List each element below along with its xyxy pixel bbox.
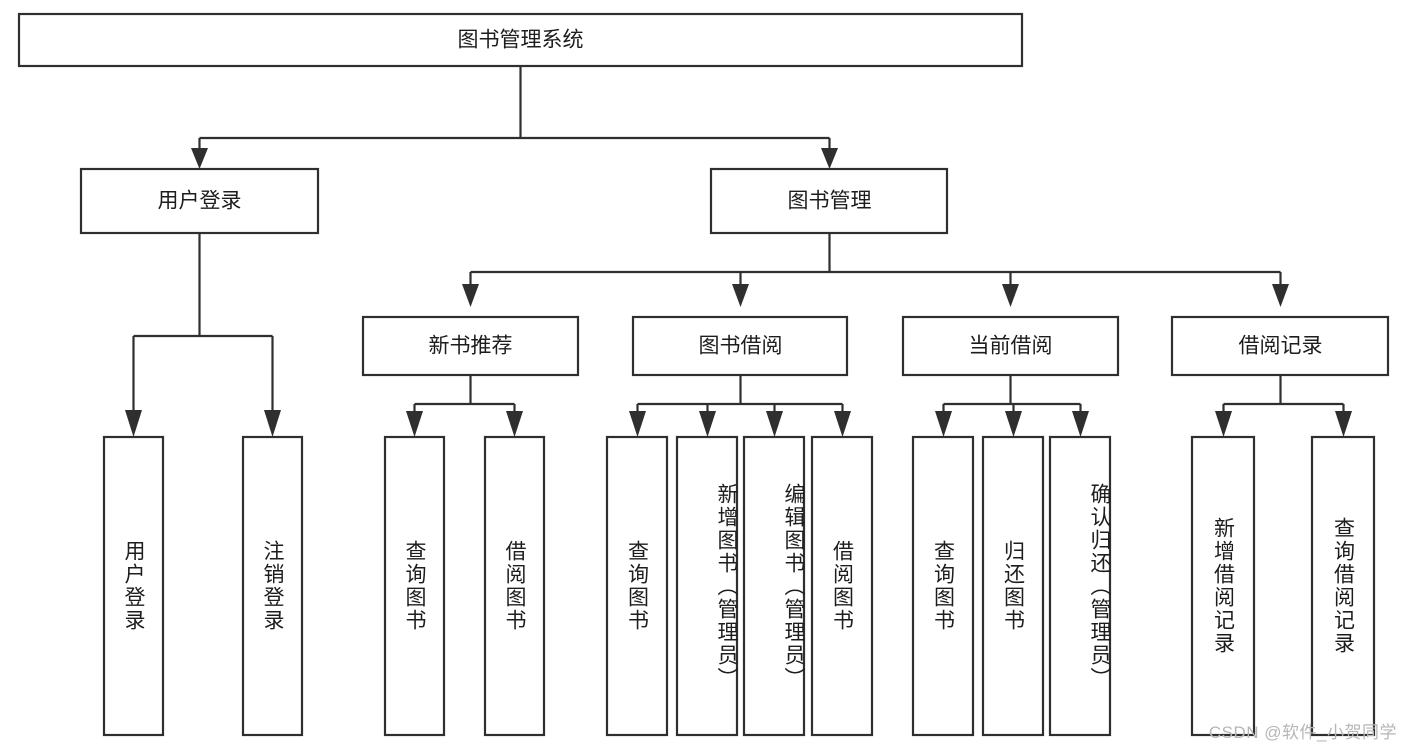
node-box-leaf-user-login[interactable] [102, 435, 165, 737]
connector-currentborrow-to-leaves [935, 375, 1089, 437]
node-box-user-login[interactable] [79, 167, 320, 235]
arrow-head-icon [766, 411, 783, 437]
node-box-borrow-record[interactable] [1170, 315, 1390, 377]
arrow-head-icon [1215, 411, 1232, 437]
arrow-head-icon [732, 284, 749, 307]
arrow-head-icon [1072, 411, 1089, 437]
arrow-head-icon [1335, 411, 1352, 437]
node-box-leaf-query-book-rec[interactable] [383, 435, 446, 737]
connector-borrowrecord-to-leaves [1215, 375, 1352, 437]
arrow-head-icon [264, 410, 281, 437]
arrow-head-icon [935, 411, 952, 437]
node-box-leaf-confirm-return[interactable] [1048, 435, 1112, 737]
node-label-book-manage: 图书管理 [788, 190, 872, 213]
connector-userlogin-to-leaves [125, 233, 281, 437]
node-box-current-borrow[interactable] [901, 315, 1120, 377]
node-label-borrow-record: 借阅记录 [1239, 335, 1323, 358]
node-book-manage[interactable]: 图书管理 [709, 167, 949, 235]
node-box-leaf-query-borrow-record[interactable] [1310, 435, 1376, 737]
node-box-root[interactable] [17, 12, 1024, 68]
node-root[interactable]: 图书管理系统 [17, 12, 1024, 68]
arrow-head-icon [462, 284, 479, 307]
node-box-leaf-edit-book[interactable] [742, 435, 806, 737]
node-box-leaf-query-book-cur[interactable] [911, 435, 975, 737]
arrow-head-icon [834, 411, 851, 437]
connector-booksmanage-to-level3 [462, 233, 1289, 307]
arrow-head-icon [629, 411, 646, 437]
node-label-book-borrow: 图书借阅 [699, 335, 783, 358]
arrow-head-icon [1002, 284, 1019, 307]
watermark-text: CSDN @软件_小贺同学 [1208, 723, 1397, 742]
arrow-head-icon [506, 411, 523, 437]
node-borrow-record[interactable]: 借阅记录 [1170, 315, 1390, 377]
node-box-leaf-add-borrow-record[interactable] [1190, 435, 1256, 737]
connector-root-to-level2 [191, 66, 838, 169]
node-label-user-login: 用户登录 [158, 190, 242, 213]
node-box-leaf-add-book[interactable] [675, 435, 739, 737]
arrow-head-icon [1272, 284, 1289, 307]
node-book-borrow[interactable]: 图书借阅 [631, 315, 849, 377]
node-box-leaf-borrow-book-rec[interactable] [483, 435, 546, 737]
connector-newbook-to-leaves [406, 375, 523, 437]
node-label-root: 图书管理系统 [458, 29, 584, 52]
node-new-book-recommend[interactable]: 新书推荐 [361, 315, 580, 377]
connector-bookborrow-to-leaves [629, 375, 851, 437]
arrow-head-icon [821, 148, 838, 169]
node-box-book-manage[interactable] [709, 167, 949, 235]
arrow-head-icon [406, 411, 423, 437]
arrow-head-icon [1005, 411, 1022, 437]
node-box-new-book-recommend[interactable] [361, 315, 580, 377]
node-user-login[interactable]: 用户登录 [79, 167, 320, 235]
arrow-head-icon [699, 411, 716, 437]
node-box-book-borrow[interactable] [631, 315, 849, 377]
node-label-new-book-recommend: 新书推荐 [429, 335, 513, 358]
node-box-leaf-borrow-book[interactable] [810, 435, 874, 737]
node-box-leaf-query-book-borrow[interactable] [605, 435, 669, 737]
arrow-head-icon [191, 148, 208, 169]
node-label-current-borrow: 当前借阅 [969, 335, 1053, 358]
arrow-head-icon [125, 410, 142, 437]
node-box-leaf-logout[interactable] [241, 435, 304, 737]
node-current-borrow[interactable]: 当前借阅 [901, 315, 1120, 377]
node-box-leaf-return-book[interactable] [981, 435, 1045, 737]
